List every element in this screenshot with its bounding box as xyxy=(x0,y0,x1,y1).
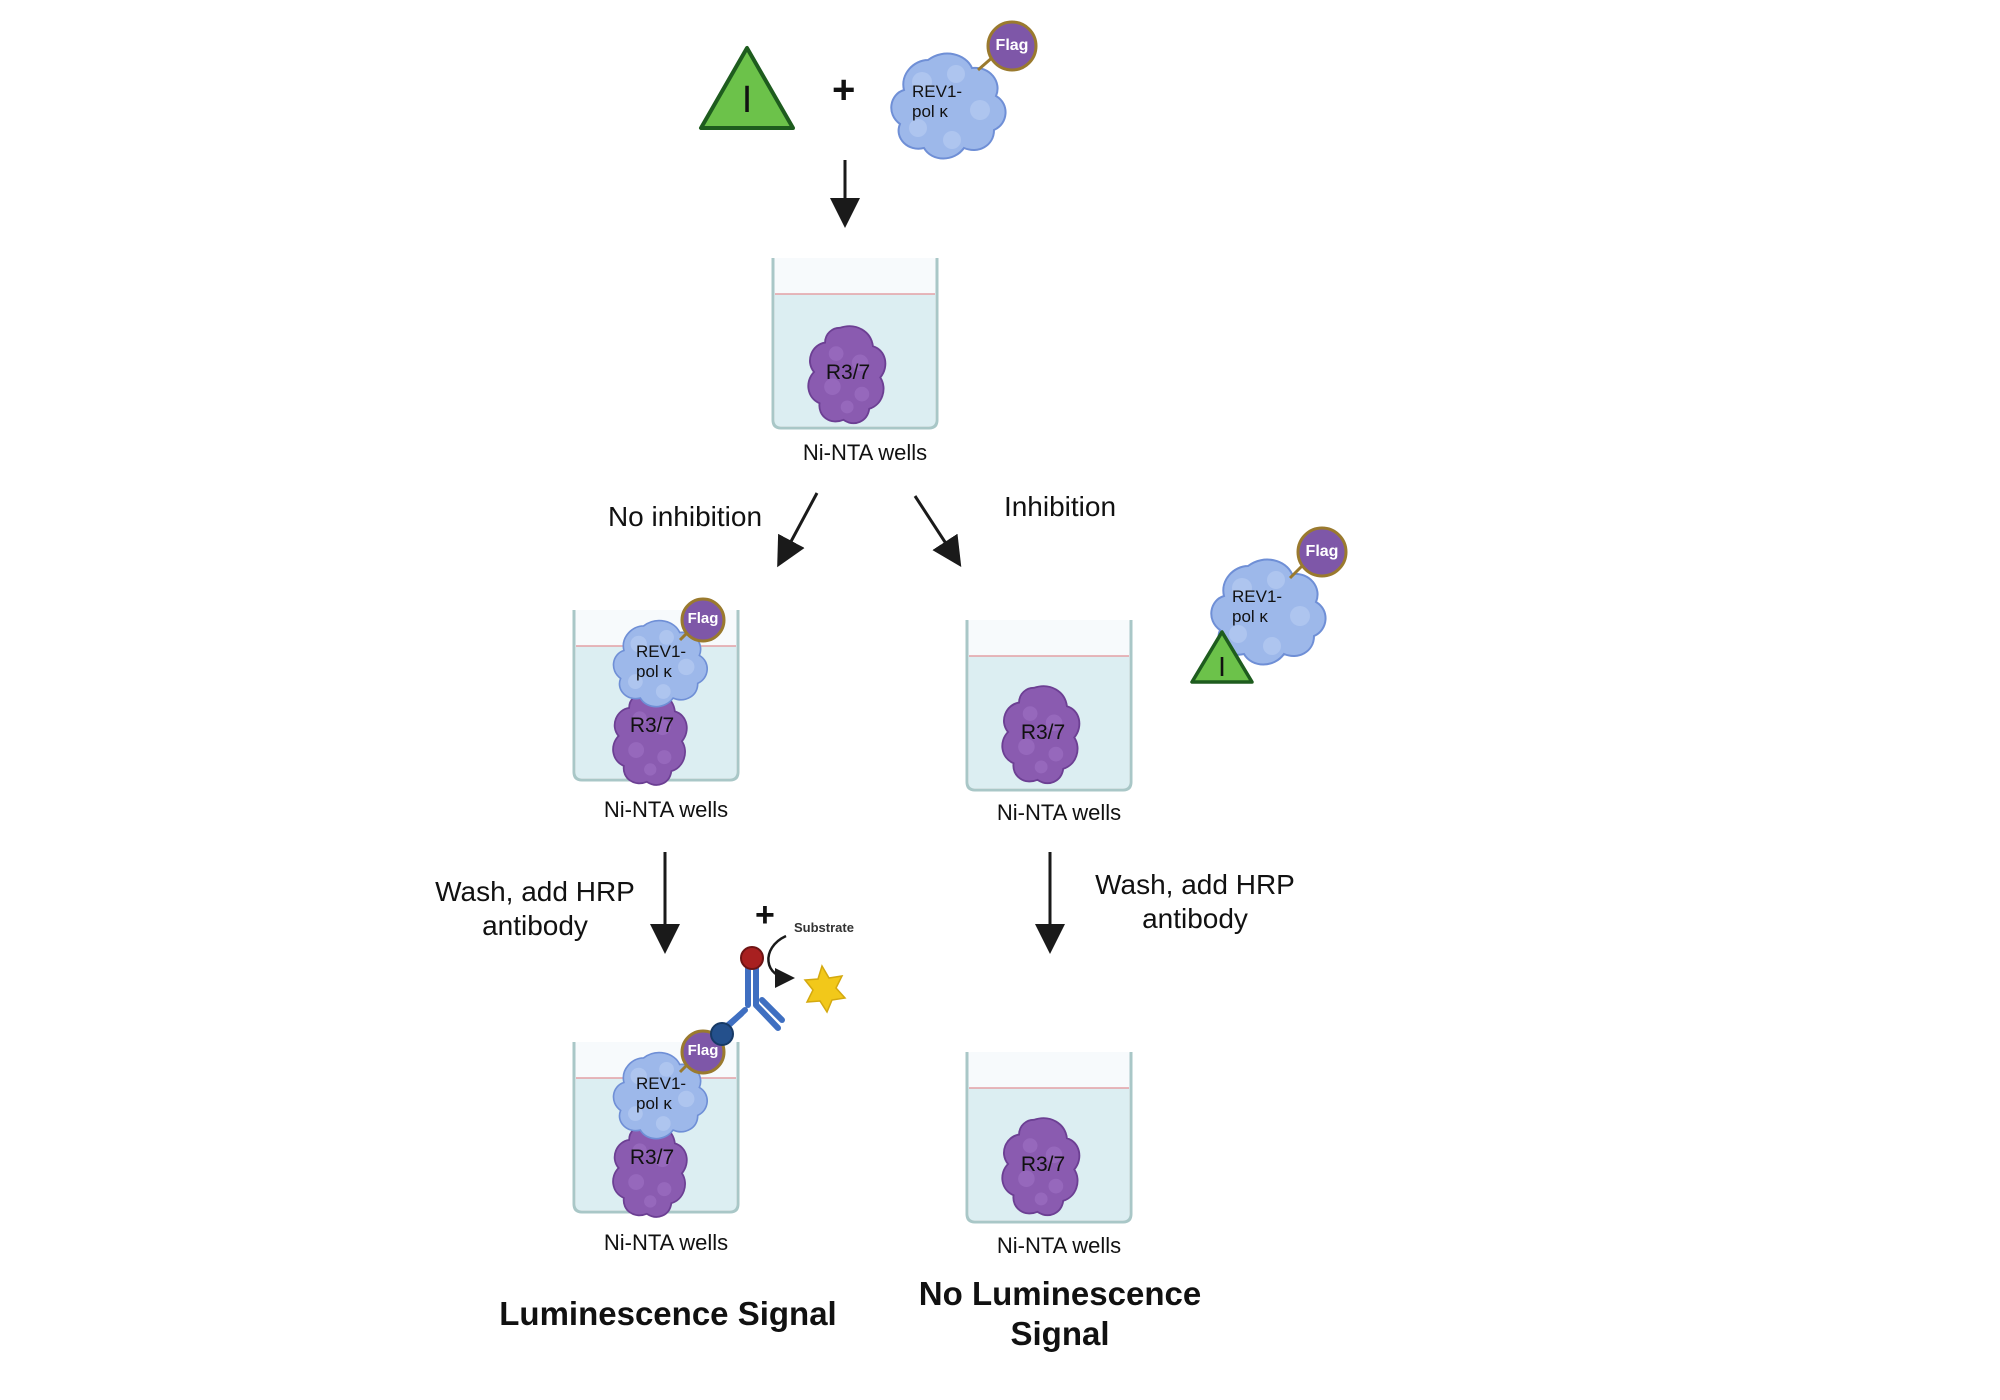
result-luminescence: Luminescence Signal xyxy=(499,1295,837,1332)
plus-sign-top: + xyxy=(832,68,856,112)
flag-label-top: Flag xyxy=(995,37,1029,54)
plus-sign-detection: + xyxy=(755,896,775,934)
flag-tag-top xyxy=(986,20,1038,72)
well-label-bottom-right: Ni-NTA wells xyxy=(996,1233,1122,1258)
wash-step-line1: Wash, add HRP xyxy=(435,876,635,907)
bait-label-bottom-left: R3/7 xyxy=(629,1146,675,1169)
wash-step-right: Wash, add HRP antibody xyxy=(1085,868,1305,935)
result-no-luminescence: No Luminescence Signal xyxy=(880,1274,1240,1353)
conjugate-bead xyxy=(710,1022,734,1046)
enzyme-label-line1: REV1- xyxy=(636,1074,687,1093)
bait-label-initial: R3/7 xyxy=(825,361,871,384)
enzyme-label-line2: pol κ xyxy=(636,1093,672,1113)
inhibitor-symbol-bound: I xyxy=(1218,651,1226,682)
arrow-branch-left xyxy=(777,492,819,568)
wash-step-left: Wash, add HRP antibody xyxy=(425,875,645,942)
inhibitor-symbol-top: I xyxy=(741,79,753,121)
well-label-bottom-left: Ni-NTA wells xyxy=(603,1230,729,1255)
hrp-antibody xyxy=(710,946,785,1046)
bait-label-mid-right: R3/7 xyxy=(1020,721,1066,744)
flag-label-bottom: Flag xyxy=(687,1042,719,1059)
enzyme-label-line1: REV1- xyxy=(912,82,963,101)
branch-label-no-inhibition: No inhibition xyxy=(607,501,763,532)
result-no-luminescence-line1: No Luminescence xyxy=(918,1275,1202,1312)
flag-label-free: Flag xyxy=(1305,543,1339,560)
wash-step-line1: Wash, add HRP xyxy=(1095,869,1295,900)
bait-label-mid-left: R3/7 xyxy=(629,714,675,737)
flag-tag-free xyxy=(1296,526,1348,578)
substrate-reaction-arrow xyxy=(767,934,795,988)
well-label-initial: Ni-NTA wells xyxy=(802,440,928,465)
well-label-mid-left: Ni-NTA wells xyxy=(603,797,729,822)
well-label-mid-right: Ni-NTA wells xyxy=(996,800,1122,825)
inhibitor-triangle-top xyxy=(699,46,795,130)
enzyme-label-line2: pol κ xyxy=(912,101,948,121)
wash-step-line2: antibody xyxy=(1142,902,1248,934)
product-star xyxy=(803,964,847,1014)
well-no-signal xyxy=(965,1050,1133,1224)
flag-label-mid: Flag xyxy=(687,610,719,627)
well-inhibition xyxy=(965,618,1133,792)
enzyme-label-line2: pol κ xyxy=(636,661,672,681)
enzyme-label-top: REV1- pol κ xyxy=(912,82,962,121)
wash-step-line2: antibody xyxy=(482,909,588,941)
enzyme-label-line2: pol κ xyxy=(1232,606,1268,626)
substrate-label: Substrate xyxy=(794,920,854,935)
enzyme-label-inhibited: REV1- pol κ xyxy=(1232,587,1282,626)
arrow-branch-right xyxy=(913,495,962,568)
enzyme-label-line1: REV1- xyxy=(1232,587,1283,606)
branch-label-inhibition: Inhibition xyxy=(1003,491,1117,522)
well-initial xyxy=(771,256,939,430)
enzyme-label-bottom: REV1- pol κ xyxy=(636,1074,686,1113)
inhibitor-triangle-bound xyxy=(1190,630,1254,684)
hrp-bead xyxy=(740,946,764,970)
flag-tag-mid xyxy=(680,597,726,643)
enzyme-label-line1: REV1- xyxy=(636,642,687,661)
bait-label-bottom-right: R3/7 xyxy=(1020,1153,1066,1176)
result-no-luminescence-line2: Signal xyxy=(1010,1314,1110,1352)
enzyme-label-mid: REV1- pol κ xyxy=(636,642,686,681)
